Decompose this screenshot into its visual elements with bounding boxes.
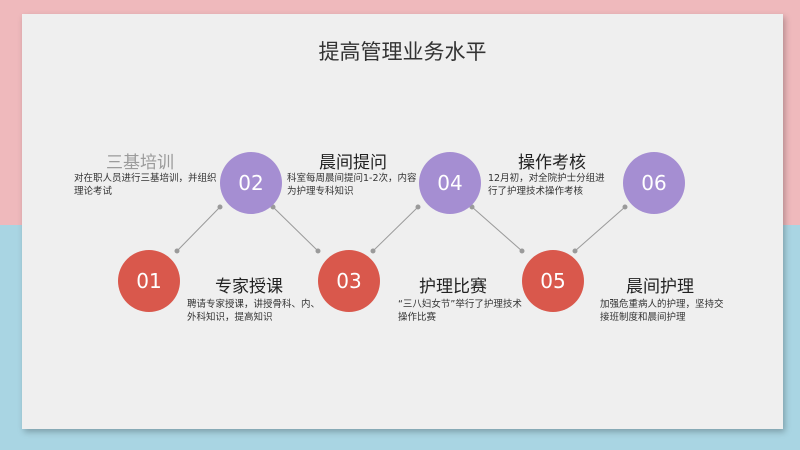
connector-dot: [519, 248, 525, 254]
step-heading-01: 专家授课: [215, 277, 283, 297]
step-circle-04: 04: [419, 152, 481, 214]
slide: 提高管理业务水平 02 04 06 01 03 05 三基培训 对在职人员进行三…: [22, 14, 783, 429]
step-circle-06: 06: [623, 152, 685, 214]
connector-dot: [469, 204, 475, 210]
connector-dot: [174, 248, 180, 254]
step-heading-02: 三基培训: [106, 153, 174, 173]
connector-03-04: [372, 206, 419, 252]
connector-dot: [270, 204, 276, 210]
step-desc-02: 对在职人员进行三基培训，并组织理论考试: [74, 173, 217, 197]
connector-01-02: [176, 206, 221, 252]
step-desc-06: 加强危重病人的护理，坚持交接班制度和晨间护理: [600, 299, 724, 323]
step-desc-04: “三八妇女节”举行了护理技术操作比赛: [398, 299, 522, 323]
connector-dot: [572, 248, 578, 254]
step-heading-06: 晨间护理: [626, 277, 694, 297]
connector-05-06: [574, 206, 626, 252]
step-desc-05: 12月初，对全院护士分组进行了护理技术操作考核: [488, 173, 605, 197]
connector-04-05: [471, 206, 523, 252]
step-desc-01: 聘请专家授课，讲授骨科、内、外科知识，提高知识: [187, 299, 321, 323]
step-desc-03: 科室每周晨间提问1-2次，内容为护理专科知识: [287, 173, 417, 197]
step-circle-03: 03: [318, 250, 380, 312]
connector-dot: [315, 248, 321, 254]
page-title: 提高管理业务水平: [318, 40, 487, 64]
step-heading-05: 操作考核: [518, 153, 586, 173]
step-circle-02: 02: [220, 152, 282, 214]
step-circle-05: 05: [522, 250, 584, 312]
connector-lines: [174, 204, 628, 254]
step-heading-04: 护理比赛: [419, 277, 487, 297]
step-heading-03: 晨间提问: [319, 153, 387, 173]
connector-dot: [622, 204, 628, 210]
connector-dot: [415, 204, 421, 210]
connector-02-03: [272, 206, 319, 252]
connector-dot: [370, 248, 376, 254]
connector-dot: [217, 204, 223, 210]
step-circle-01: 01: [118, 250, 180, 312]
